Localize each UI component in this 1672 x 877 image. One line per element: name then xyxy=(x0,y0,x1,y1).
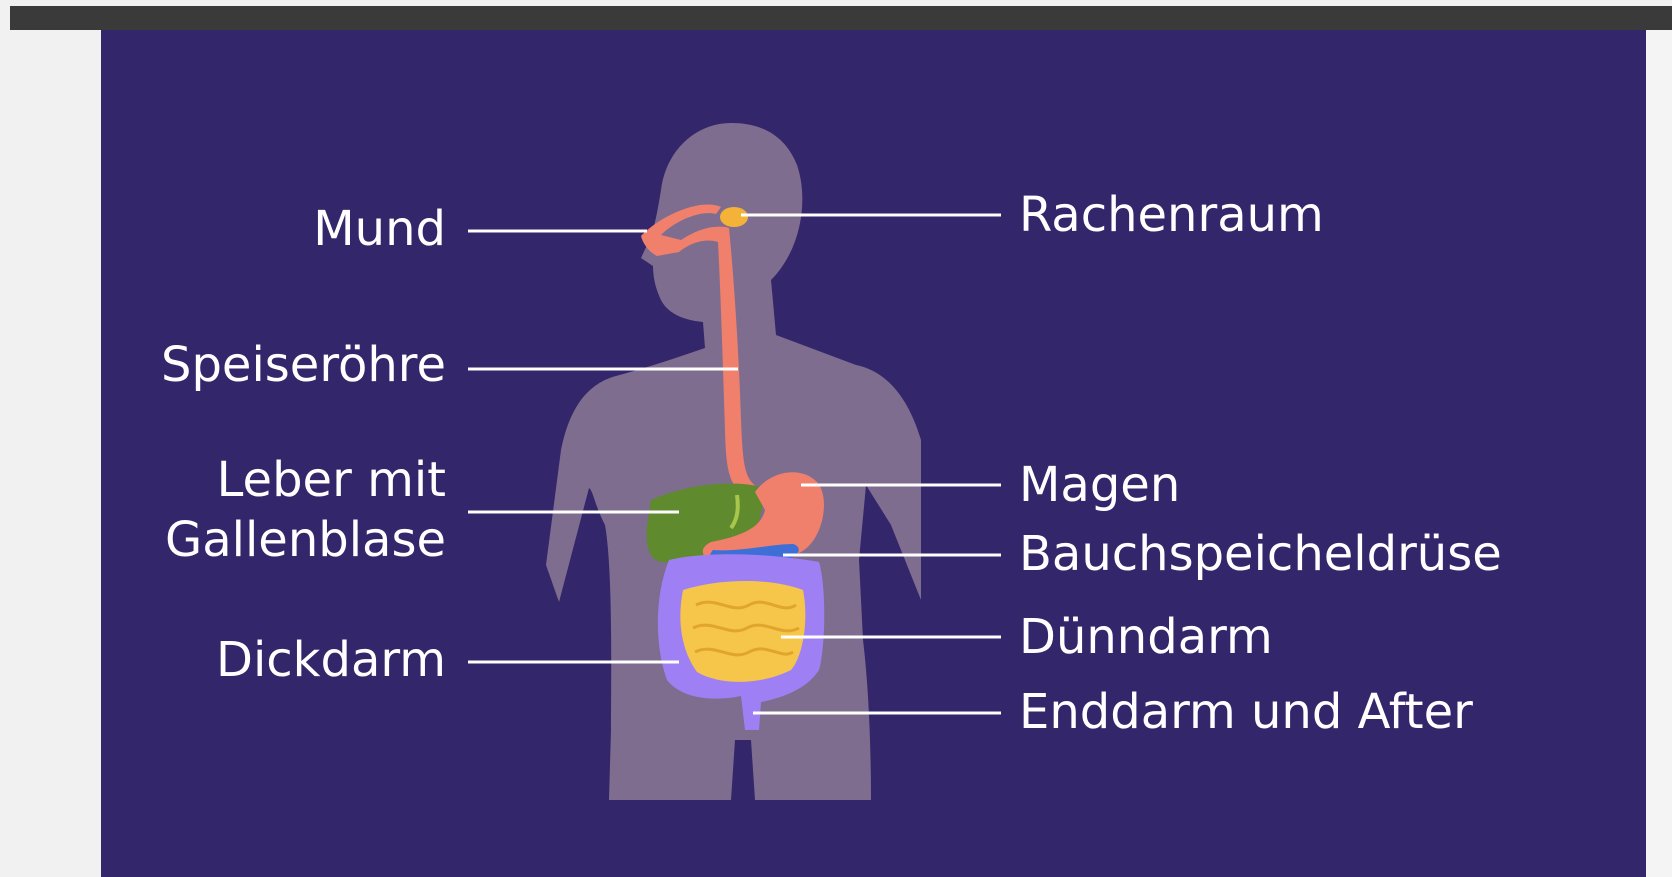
pharynx-shape xyxy=(720,207,748,227)
label-dickdarm: Dickdarm xyxy=(216,630,446,690)
label-rachenraum: Rachenraum xyxy=(1019,185,1324,245)
label-duenndarm: Dünndarm xyxy=(1019,607,1273,667)
label-bauchspeicheldruese: Bauchspeicheldrüse xyxy=(1019,524,1502,584)
label-enddarm-und-after: Enddarm und After xyxy=(1019,682,1473,742)
label-mund: Mund xyxy=(313,199,446,259)
top-bar xyxy=(10,6,1672,30)
label-leber-mit-gallenblase: Leber mit Gallenblase xyxy=(165,450,446,570)
digestive-system-diagram: Mund Speiseröhre Leber mit Gallenblase D… xyxy=(101,30,1646,877)
label-speiseroehre: Speiseröhre xyxy=(161,335,446,395)
scrollbar-track[interactable] xyxy=(1645,30,1672,877)
label-magen: Magen xyxy=(1019,455,1180,515)
